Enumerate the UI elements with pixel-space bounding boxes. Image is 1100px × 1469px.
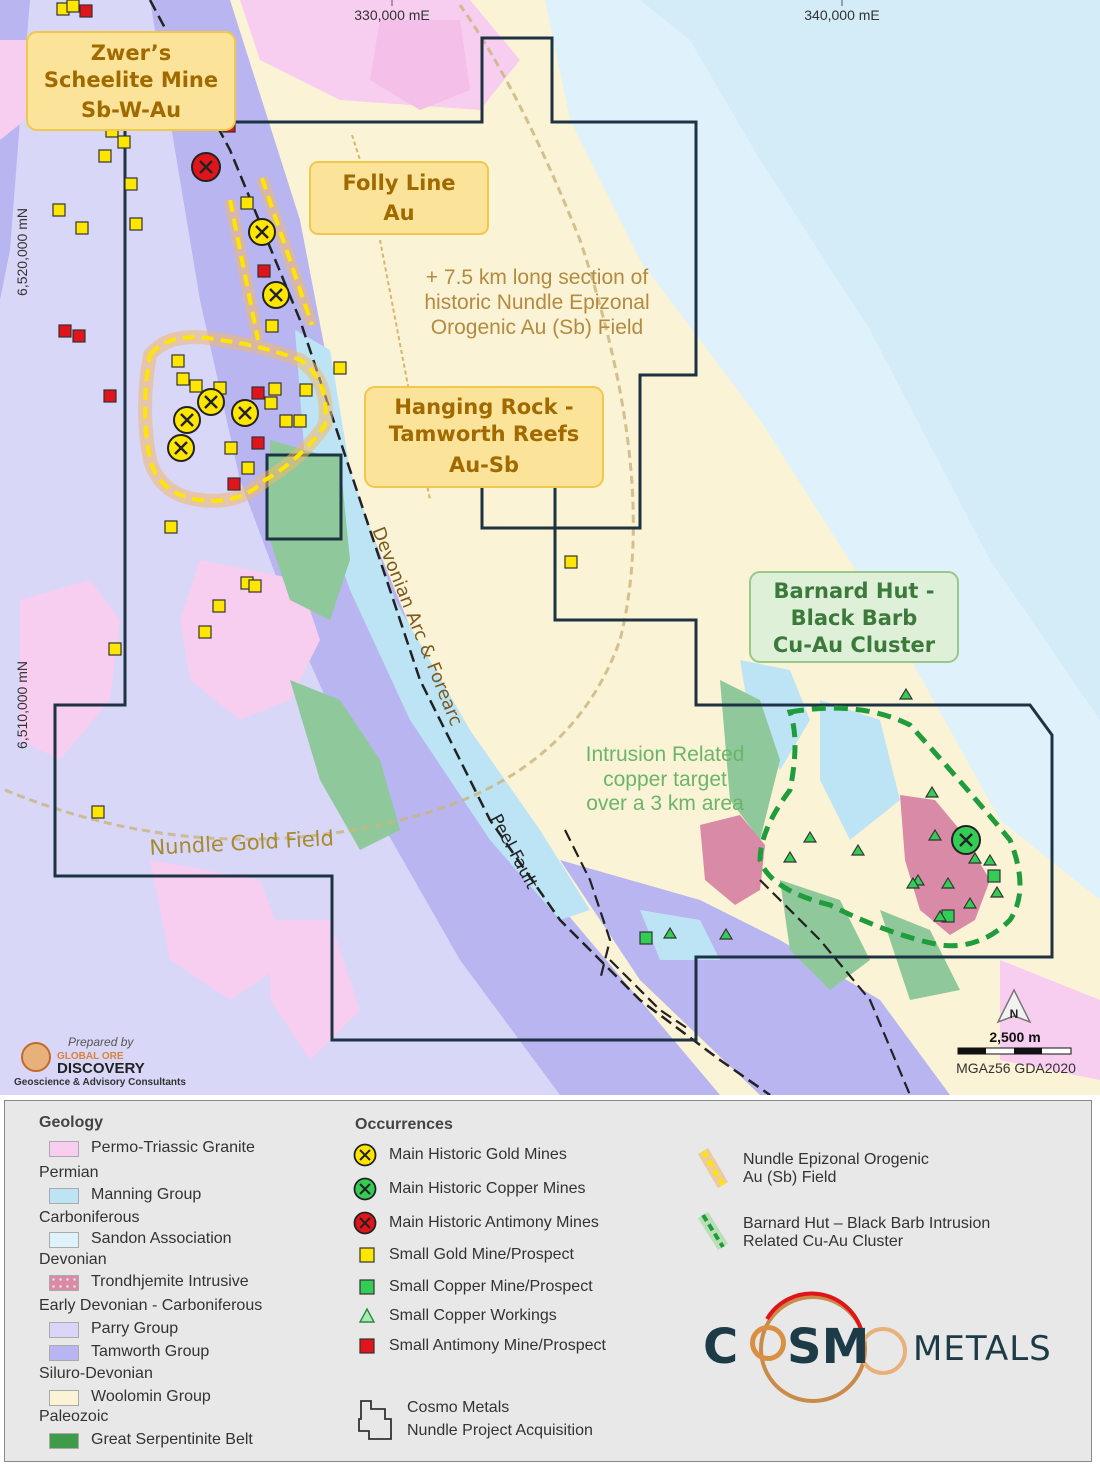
legend-barnard-line2: Related Cu-Au Cluster bbox=[743, 1233, 904, 1250]
legend-nundle-field-line1: Nundle Epizonal Orogenic bbox=[743, 1151, 929, 1168]
tenement-outline-icon bbox=[358, 1400, 392, 1440]
svg-text:Zwer’s: Zwer’s bbox=[91, 41, 172, 65]
legend-nundle-field-line2: Au (Sb) Field bbox=[743, 1169, 837, 1186]
geology-swatch bbox=[49, 1232, 79, 1248]
barnard-cluster-outline bbox=[757, 705, 1023, 949]
small-gold-icon bbox=[359, 1247, 375, 1263]
nundle-field-icon bbox=[697, 1147, 729, 1189]
copper-mine-icon bbox=[353, 1177, 377, 1201]
svg-text:Black Barb: Black Barb bbox=[791, 606, 918, 630]
prepared-by-logo: Prepared by GLOBAL ORE DISCOVERY Geoscie… bbox=[14, 1035, 186, 1088]
legend-copper-workings: Small Copper Workings bbox=[389, 1307, 557, 1324]
easting-label-340: 340,000 mE bbox=[804, 7, 880, 23]
northing-label-6520: 6,520,000 mN bbox=[14, 208, 30, 296]
nundle-epizonal-field-outline bbox=[138, 176, 333, 508]
legend-small-copper: Small Copper Mine/Prospect bbox=[389, 1278, 593, 1295]
legend-barnard-line1: Barnard Hut – Black Barb Intrusion bbox=[743, 1215, 991, 1232]
svg-text:Prepared by: Prepared by bbox=[68, 1035, 134, 1049]
callout-barnard-hut: Barnard Hut - Black Barb Cu-Au Cluster bbox=[749, 571, 959, 663]
small-copper-icon bbox=[359, 1279, 375, 1295]
easting-label-330: 330,000 mE bbox=[354, 7, 430, 23]
geology-label: Trondhjemite Intrusive bbox=[91, 1273, 249, 1290]
geology-period: Early Devonian - Carboniferous bbox=[39, 1297, 263, 1314]
main-copper-mine bbox=[951, 825, 981, 855]
geology-swatch bbox=[49, 1188, 79, 1204]
svg-text:historic Nundle Epizonal: historic Nundle Epizonal bbox=[424, 291, 649, 314]
legend-small-gold: Small Gold Mine/Prospect bbox=[389, 1246, 574, 1263]
north-arrow-icon: N bbox=[996, 988, 1032, 1024]
svg-text:Orogenic Au (Sb) Field: Orogenic Au (Sb) Field bbox=[431, 316, 643, 339]
geology-swatch bbox=[49, 1141, 79, 1157]
svg-text:Hanging Rock -: Hanging Rock - bbox=[394, 395, 573, 419]
svg-text:MGAz56 GDA2020: MGAz56 GDA2020 bbox=[956, 1060, 1076, 1076]
map-legend: Geology Occurrences Main Historic Gold M… bbox=[4, 1100, 1092, 1462]
small-antimony-icon bbox=[359, 1338, 375, 1354]
svg-text:DISCOVERY: DISCOVERY bbox=[57, 1060, 145, 1077]
svg-text:GLOBAL ORE: GLOBAL ORE bbox=[57, 1051, 124, 1062]
geology-swatch bbox=[49, 1433, 79, 1449]
main-antimony-mine bbox=[191, 152, 221, 182]
geology-label: Parry Group bbox=[91, 1320, 179, 1337]
svg-text:Tamworth Reefs: Tamworth Reefs bbox=[389, 422, 579, 446]
scale-bar: 2,500 m MGAz56 GDA2020 bbox=[956, 1029, 1076, 1076]
svg-text:Geoscience & Advisory Consulta: Geoscience & Advisory Consultants bbox=[14, 1077, 186, 1088]
barnard-cluster-icon bbox=[697, 1211, 729, 1251]
geology-label: Manning Group bbox=[91, 1186, 202, 1203]
geology-swatch bbox=[49, 1390, 79, 1406]
svg-text:over a 3 km area: over a 3 km area bbox=[586, 792, 744, 815]
nundle-section-note: + 7.5 km long section of historic Nundle… bbox=[424, 266, 649, 339]
trondhjemite-unit bbox=[700, 815, 765, 905]
geology-period: Devonian bbox=[39, 1251, 107, 1268]
geology-label: Permo-Triassic Granite bbox=[91, 1139, 255, 1156]
svg-text:N: N bbox=[1010, 1007, 1019, 1021]
geology-period: Carboniferous bbox=[39, 1209, 140, 1226]
svg-text:+ 7.5 km long section of: + 7.5 km long section of bbox=[426, 266, 649, 289]
geology-label: Great Serpentinite Belt bbox=[91, 1431, 253, 1448]
svg-text:Intrusion Related: Intrusion Related bbox=[586, 743, 745, 766]
callout-zwers: Zwer’s Scheelite Mine Sb-W-Au bbox=[26, 31, 236, 131]
small-gold-prospects bbox=[52, 0, 578, 819]
legend-nundle-acquisition: Nundle Project Acquisition bbox=[407, 1422, 593, 1439]
occurrences-title: Occurrences bbox=[355, 1116, 453, 1133]
geology-swatch bbox=[49, 1322, 79, 1338]
geology-title: Geology bbox=[39, 1114, 104, 1131]
legend-main-copper-mines: Main Historic Copper Mines bbox=[389, 1180, 586, 1197]
copper-workings-icon bbox=[358, 1307, 376, 1323]
antimony-mine-icon bbox=[353, 1211, 377, 1235]
geology-map: Zwer’s Scheelite Mine Sb-W-Au Folly Line… bbox=[0, 0, 1100, 1095]
svg-text:Cu-Au Cluster: Cu-Au Cluster bbox=[773, 633, 936, 657]
geology-swatch bbox=[49, 1275, 79, 1291]
svg-text:copper target: copper target bbox=[603, 768, 727, 791]
main-gold-mines bbox=[167, 218, 290, 462]
geology-period: Permian bbox=[39, 1164, 99, 1181]
legend-small-antimony: Small Antimony Mine/Prospect bbox=[389, 1337, 606, 1354]
copper-workings bbox=[662, 687, 1005, 940]
northing-label-6510: 6,510,000 mN bbox=[14, 661, 30, 749]
geology-period: Paleozoic bbox=[39, 1408, 109, 1425]
legend-cosmo-metals: Cosmo Metals bbox=[407, 1399, 510, 1416]
geology-period: Siluro-Devonian bbox=[39, 1365, 153, 1382]
svg-text:Barnard Hut -: Barnard Hut - bbox=[774, 579, 935, 603]
svg-text:Folly Line: Folly Line bbox=[342, 171, 455, 195]
svg-text:Au: Au bbox=[383, 201, 414, 225]
cosmo-metals-logo: C SM METALS bbox=[695, 1289, 1075, 1409]
geology-label: Tamworth Group bbox=[91, 1343, 210, 1360]
callout-folly-line: Folly Line Au bbox=[309, 161, 489, 235]
copper-target-note: Intrusion Related copper target over a 3… bbox=[586, 743, 745, 815]
svg-text:Scheelite Mine: Scheelite Mine bbox=[44, 68, 218, 92]
callout-hanging-rock: Hanging Rock - Tamworth Reefs Au-Sb bbox=[364, 386, 604, 488]
legend-main-antimony-mines: Main Historic Antimony Mines bbox=[389, 1214, 599, 1231]
geology-swatch bbox=[49, 1345, 79, 1361]
svg-text:2,500 m: 2,500 m bbox=[989, 1029, 1040, 1045]
legend-main-gold-mines: Main Historic Gold Mines bbox=[389, 1146, 567, 1163]
svg-text:Sb-W-Au: Sb-W-Au bbox=[81, 98, 181, 122]
gold-mine-icon bbox=[353, 1143, 377, 1167]
svg-text:Au-Sb: Au-Sb bbox=[449, 453, 519, 477]
geology-label: Sandon Association bbox=[91, 1230, 232, 1247]
geology-label: Woolomin Group bbox=[91, 1388, 211, 1405]
